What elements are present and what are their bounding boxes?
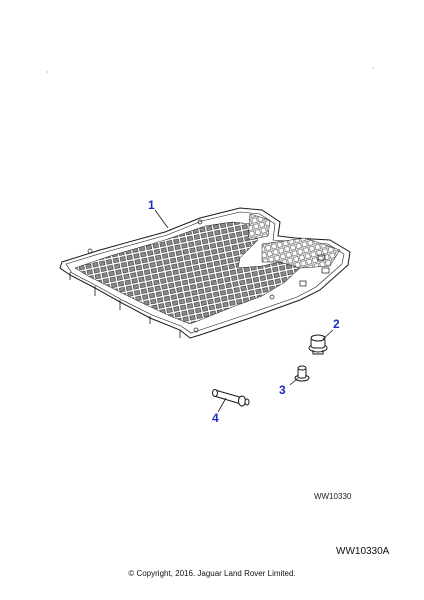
push-pin-fastener — [294, 365, 310, 382]
callout-2: 2 — [333, 317, 340, 331]
clip-fastener — [308, 334, 328, 355]
leader-2 — [322, 329, 334, 340]
callout-3: 3 — [279, 383, 286, 397]
diagram-ref: WW10330 — [314, 492, 352, 501]
callout-1: 1 — [148, 198, 155, 212]
floor-mat — [59, 207, 351, 339]
leader-3 — [289, 377, 299, 386]
callout-4: 4 — [212, 411, 219, 425]
figure-ref: WW10330A — [336, 546, 390, 557]
corner-marks — [47, 67, 374, 73]
leader-4 — [217, 397, 227, 413]
leader-1 — [154, 209, 169, 229]
rivet-stud — [212, 389, 250, 407]
copyright-notice: © Copyright, 2016. Jaguar Land Rover Lim… — [128, 569, 296, 578]
